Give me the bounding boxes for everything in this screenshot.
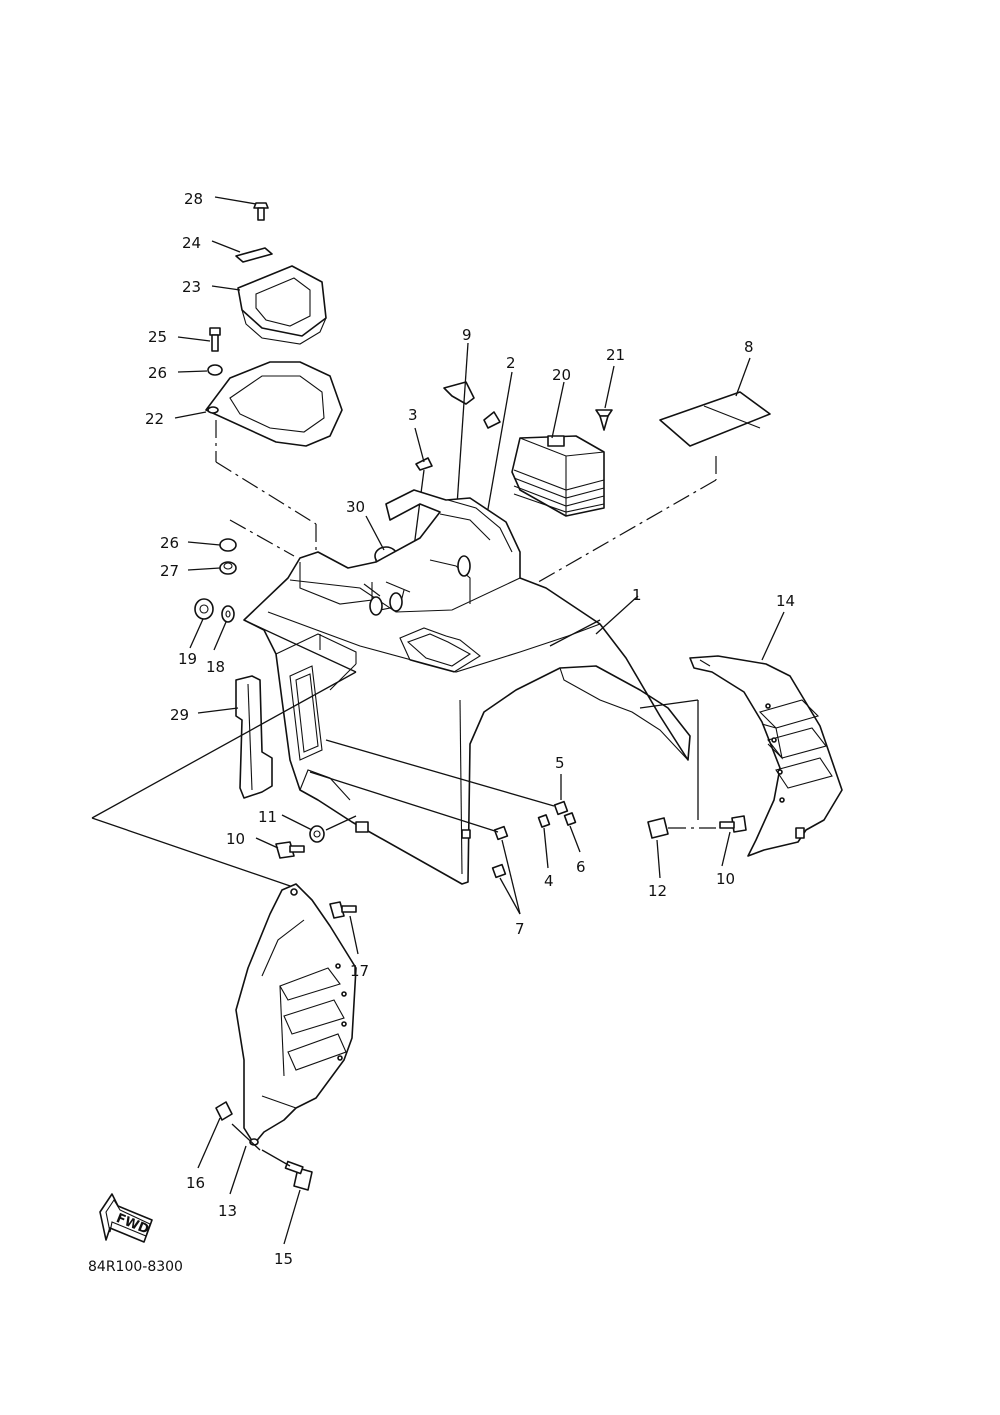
- part-10-bolt-left: [275, 841, 305, 859]
- part-14-right-cover: [689, 655, 843, 857]
- callout-12: 12: [648, 882, 667, 900]
- callout-28: 28: [184, 190, 203, 208]
- callout-7: 7: [515, 920, 525, 938]
- part-18-washer: [221, 605, 235, 623]
- part-4-clip: [537, 814, 551, 828]
- part-6-clip: [563, 812, 577, 826]
- part-22-lower-frame: [205, 361, 343, 447]
- callout-9: 9: [462, 326, 472, 344]
- callout-4: 4: [544, 872, 554, 890]
- callout-19: 19: [178, 650, 197, 668]
- part-23-lid-frame: [237, 265, 327, 345]
- callout-3: 3: [408, 406, 418, 424]
- part-10-bolt-right: [719, 815, 747, 833]
- part-21-clip: [595, 409, 613, 431]
- callout-10-right: 10: [716, 870, 735, 888]
- part-26-grommet-lower: [219, 538, 237, 552]
- callout-21: 21: [606, 346, 625, 364]
- callout-11: 11: [258, 808, 277, 826]
- part-5-clip: [553, 800, 569, 816]
- callout-24: 24: [182, 234, 201, 252]
- part-19-nut: [194, 598, 214, 620]
- callout-8: 8: [744, 338, 754, 356]
- callout-30: 30: [346, 498, 365, 516]
- callout-23: 23: [182, 278, 201, 296]
- callout-18: 18: [206, 658, 225, 676]
- callout-17: 17: [350, 962, 369, 980]
- part-7-clip-a: [493, 825, 509, 841]
- callout-15: 15: [274, 1250, 293, 1268]
- part-26-grommet: [207, 364, 223, 376]
- callout-25: 25: [148, 328, 167, 346]
- part-28-screw: [253, 202, 269, 221]
- callout-2: 2: [506, 354, 516, 372]
- part-16-collar: [215, 1101, 233, 1121]
- callout-6: 6: [576, 858, 586, 876]
- callout-10-left: 10: [226, 830, 245, 848]
- part-15-bolt: [284, 1160, 313, 1191]
- part-2-pad: [483, 411, 501, 429]
- callout-13: 13: [218, 1202, 237, 1220]
- part-8-label: [659, 391, 771, 447]
- part-17-screw: [329, 901, 357, 919]
- callout-1: 1: [632, 586, 642, 604]
- callout-22: 22: [145, 410, 164, 428]
- callout-16: 16: [186, 1174, 205, 1192]
- part-9-pad: [443, 381, 475, 405]
- callout-20: 20: [552, 366, 571, 384]
- callout-26-lower: 26: [160, 534, 179, 552]
- part-29-bracket: [235, 675, 273, 799]
- part-11-collar: [309, 825, 325, 843]
- callout-14: 14: [776, 592, 795, 610]
- callout-27: 27: [160, 562, 179, 580]
- part-7-clip-b: [491, 863, 507, 879]
- diagram-code: 84R100-8300: [88, 1259, 183, 1275]
- callout-29: 29: [170, 706, 189, 724]
- fwd-arrow-icon: FWD: [99, 1193, 153, 1243]
- part-12-bracket: [647, 817, 669, 839]
- part-27-collar: [219, 561, 237, 575]
- part-20-box: [511, 435, 605, 517]
- part-25-bolt: [209, 327, 221, 352]
- part-24-plate: [235, 247, 273, 263]
- part-side-cover-left: [235, 883, 357, 1146]
- part-1-main-body: [243, 489, 691, 885]
- callout-26: 26: [148, 364, 167, 382]
- callout-5: 5: [555, 754, 565, 772]
